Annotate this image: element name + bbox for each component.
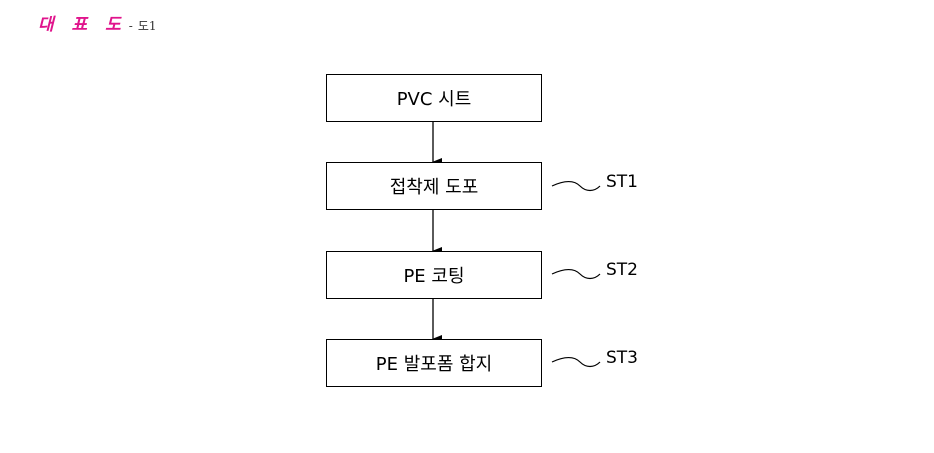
leader-st2 [552,270,600,279]
step-box-pe-foam-lamination: PE 발포폼 합지 [326,339,542,387]
step-box-pvc-sheet: PVC 시트 [326,74,542,122]
step-box-pe-coating: PE 코팅 [326,251,542,299]
leader-st3 [552,358,600,367]
step-box-adhesive-coating: 접착제 도포 [326,162,542,210]
step-tag-st2: ST2 [606,260,638,280]
step-tag-st1: ST1 [606,172,638,192]
step-tag-st3: ST3 [606,348,638,368]
leader-st1 [552,182,600,191]
